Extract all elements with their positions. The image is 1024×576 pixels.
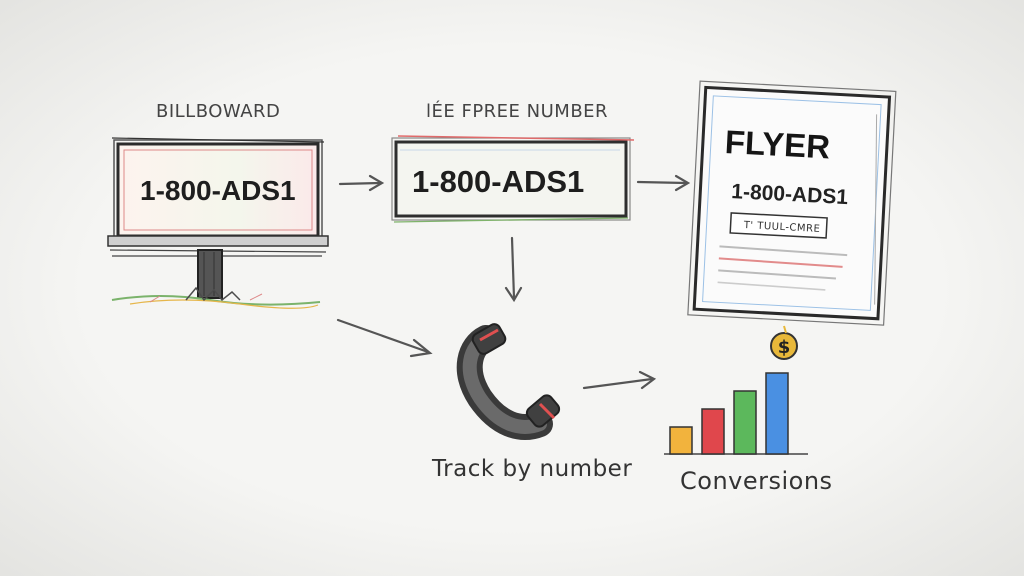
tollfree-label: lÉE FPREE NUMBER [426,101,609,122]
arrow-banner-to-flyer [636,174,691,192]
billboard-phone-number: 1-800-ADS1 [140,175,296,206]
arrow-banner-to-phone [504,236,523,303]
arrow-billboard-to-phone [336,318,433,358]
dollar-coin-icon: $ [770,325,798,360]
flyer-title: FLYER [724,123,831,166]
billboard-sign [107,137,329,309]
tollfree-banner [391,135,635,223]
banner-phone-number: 1-800-ADS1 [412,164,585,199]
flyer [687,80,897,326]
arrow-phone-to-chart [582,370,657,390]
phone-handset-icon [456,323,561,440]
conversion-bar-1 [669,426,693,455]
conversion-bar-2 [701,408,725,455]
conversions-chart [664,372,808,455]
conversion-bar-3 [733,390,757,455]
conversions-caption: Conversions [680,467,833,495]
arrow-billboard-to-banner [338,174,385,192]
track-caption: Track by number [432,456,633,482]
coin-symbol: $ [778,337,791,358]
billboard-label: BILLBOWARD [156,101,281,122]
conversion-bar-4 [765,372,789,455]
